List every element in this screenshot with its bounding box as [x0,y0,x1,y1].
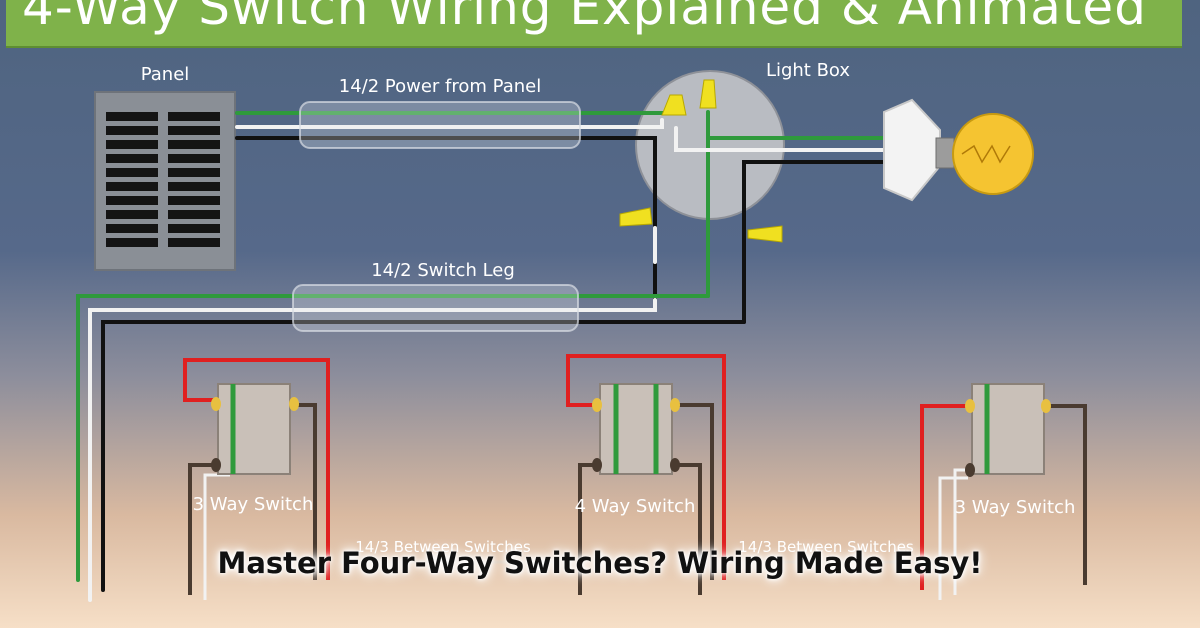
power-cable-label: 14/2 Power from Panel [339,76,541,97]
panel-label: Panel [141,64,190,85]
switch-1 [183,358,330,600]
banner-title: 4-Way Switch Wiring Explained & Animated [22,0,1147,36]
cable-sleeves [292,101,581,332]
title-banner: 4-Way Switch Wiring Explained & Animated [6,0,1182,48]
bulb-icon [952,113,1034,195]
switch-leg-label: 14/2 Switch Leg [371,260,515,281]
electrical-panel [94,91,236,271]
switch-2 [566,354,726,595]
caption: Master Four-Way Switches? Wiring Made Ea… [217,546,983,580]
switch-3-label: 3 Way Switch [955,497,1076,518]
light-fixture [883,98,1034,202]
switch-3 [920,383,1087,600]
between-switches-label-1: 14/3 Between Switches [355,538,531,556]
between-switches-label-2: 14/3 Between Switches [738,538,914,556]
light-box-label: Light Box [766,60,850,81]
switch-leg-wires [76,226,746,602]
fixture-wires [674,110,887,324]
switch-1-label: 3 Way Switch [193,494,314,515]
switch-2-label: 4 Way Switch [575,496,696,517]
wire-nuts [619,79,783,243]
